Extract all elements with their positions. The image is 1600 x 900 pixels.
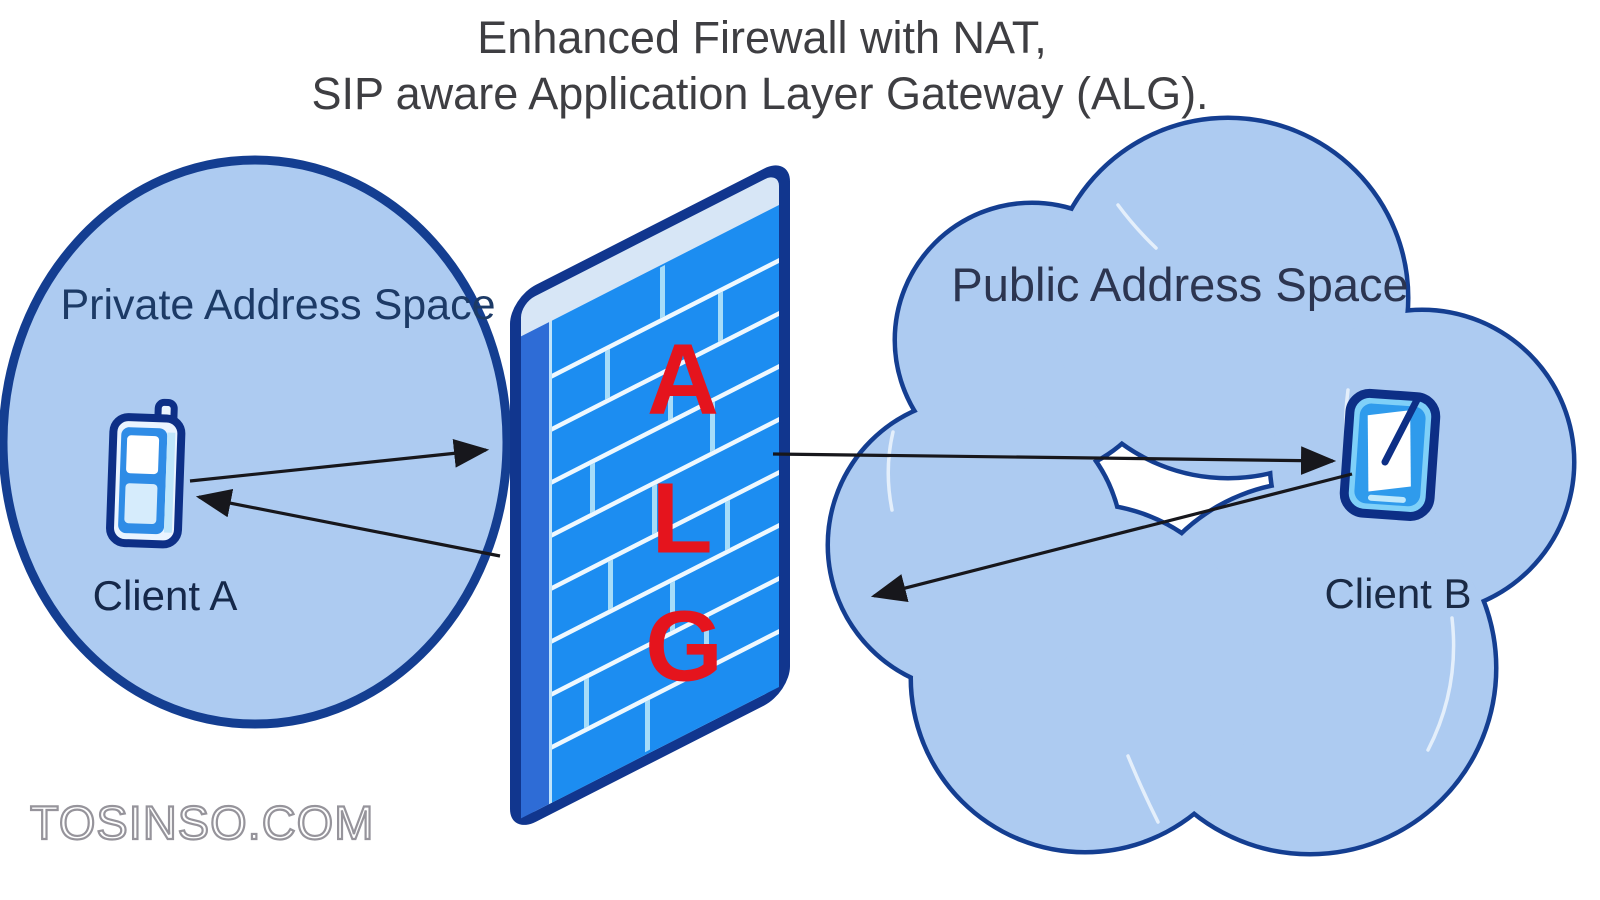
private-zone-label: Private Address Space [60,281,496,329]
diagram-title-line1: Enhanced Firewall with NAT, [477,12,1047,63]
watermark: TOSINSO.COM [29,796,375,849]
private-network-ellipse [0,155,512,729]
firewall-spine [521,322,549,819]
arrow-clienta-to-firewall [189,439,490,483]
client-b-label: Client B [1324,570,1472,617]
client-a-phone-icon [106,398,186,549]
alg-letter-l: L [651,462,713,575]
arrow-firewall-to-clienta [195,489,501,558]
alg-letter-g: G [645,590,723,703]
alg-letter-a: A [646,323,720,436]
public-network-cloud [825,115,1577,857]
firewall [510,165,790,825]
arrow-clientb-to-firewall [870,472,1353,603]
diagram-title-line2: SIP aware Application Layer Gateway (ALG… [311,68,1209,119]
arrow-firewall-to-clientb [772,446,1337,475]
public-zone-label: Public Address Space [951,258,1409,311]
stylus-icon [1381,392,1423,466]
client-a-label: Client A [92,572,238,619]
